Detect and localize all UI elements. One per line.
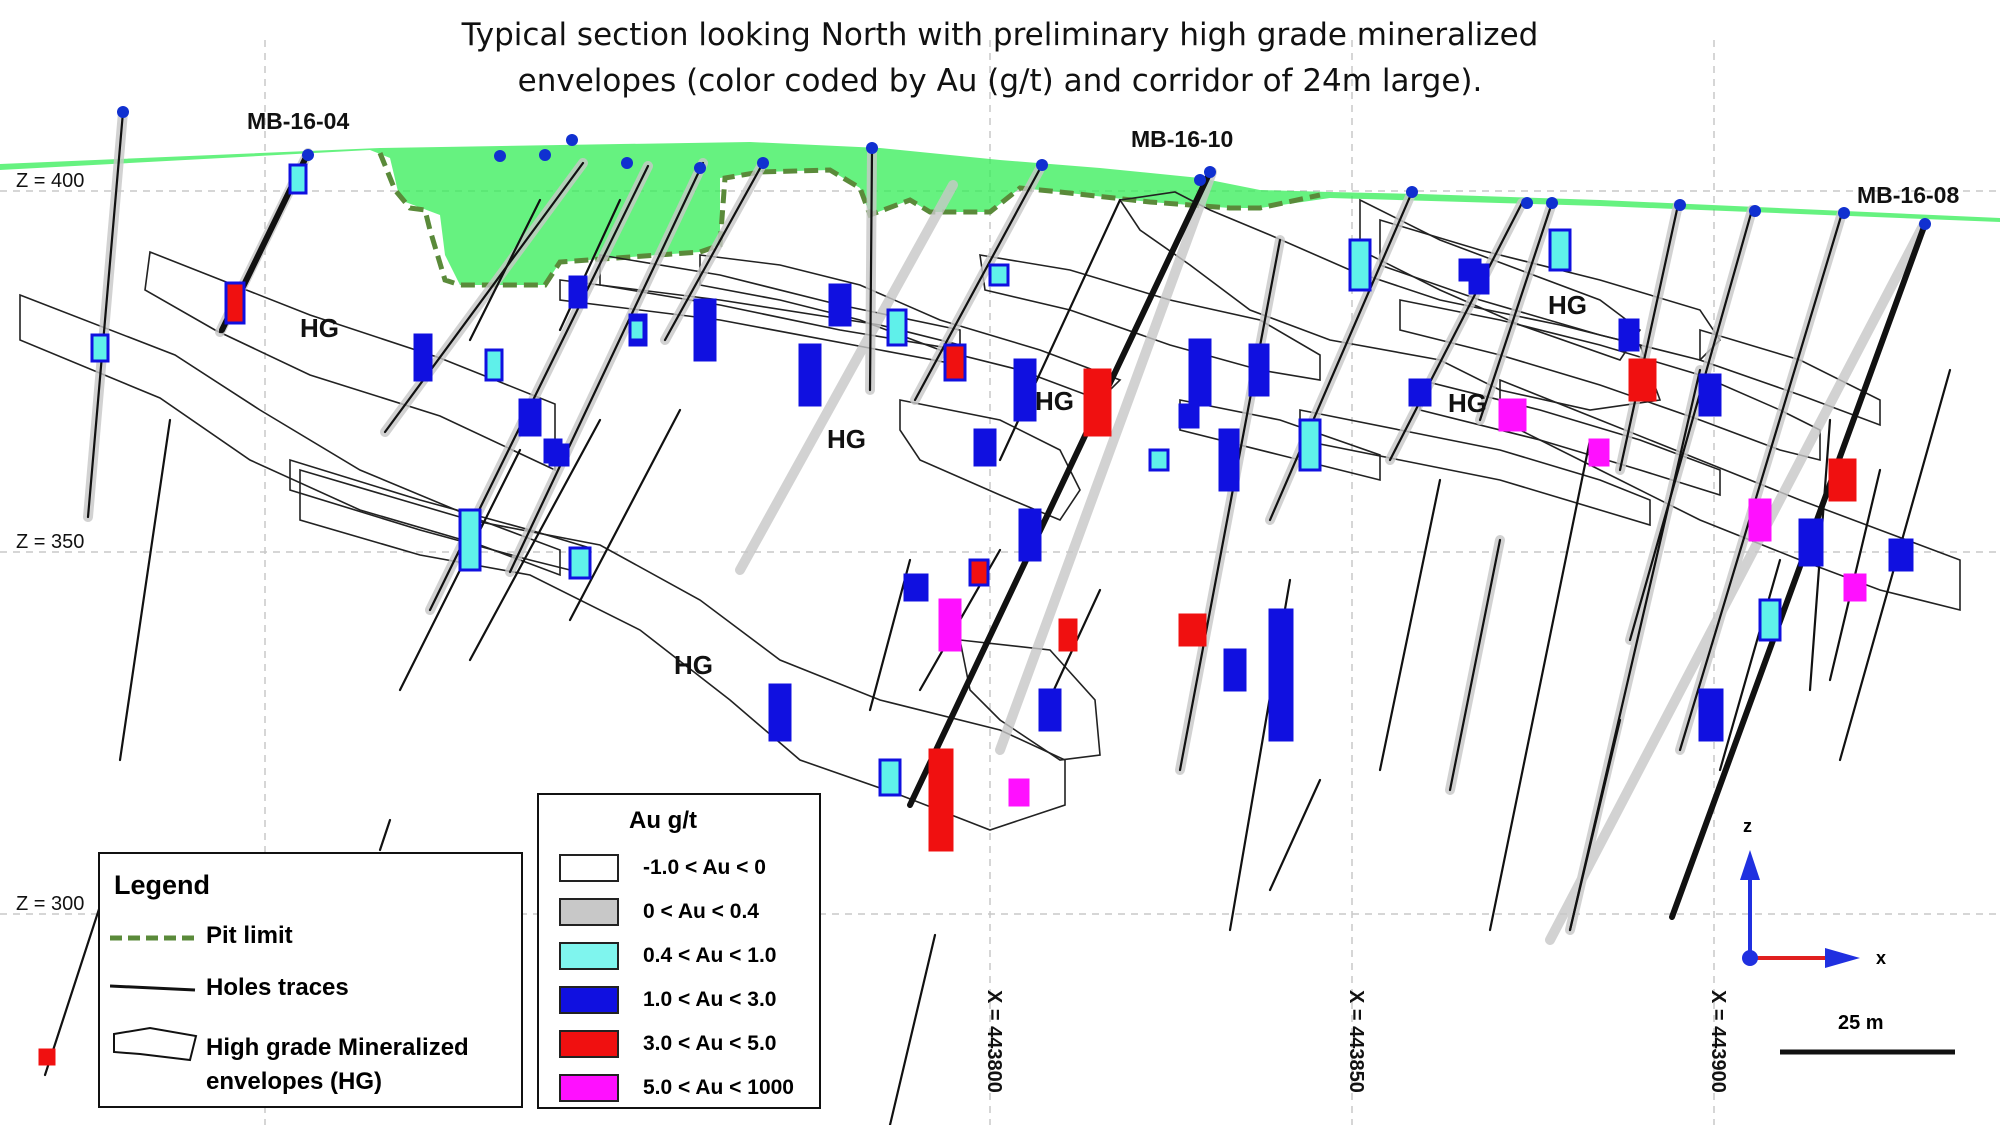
- au-class-label: 3.0 < Au < 5.0: [643, 1032, 777, 1055]
- au-legend-title: Au g/t: [629, 807, 697, 834]
- au-swatch: [559, 1074, 619, 1102]
- grid-lines: [0, 40, 2000, 1125]
- scale-bar-label: 25 m: [1838, 1012, 1884, 1034]
- au-swatch: [559, 942, 619, 970]
- pit-limit-swatch: [110, 935, 195, 941]
- au-swatch: [559, 986, 619, 1014]
- au-swatch: [559, 1030, 619, 1058]
- collars: [117, 106, 1931, 230]
- legend-envelopes-line-1: High grade Mineralized: [206, 1034, 469, 1061]
- legend-title: Legend: [114, 870, 211, 900]
- axis-x-label: x: [1876, 948, 1887, 968]
- au-class-label: 1.0 < Au < 3.0: [643, 988, 777, 1011]
- legend-holes-traces: Holes traces: [206, 974, 349, 1001]
- z-label-400: Z = 400: [16, 170, 85, 192]
- pit-limit-line: [377, 152, 1321, 288]
- au-class-label: -1.0 < Au < 0: [643, 856, 766, 879]
- title-line-2: envelopes (color coded by Au (g/t) and c…: [517, 63, 1483, 99]
- au-class-label: 0.4 < Au < 1.0: [643, 944, 777, 967]
- z-label-350: Z = 350: [16, 531, 85, 553]
- x-label-443850: X = 443850: [1345, 990, 1367, 1093]
- au-swatch: [559, 898, 619, 926]
- envelope-swatch: [113, 1026, 198, 1062]
- x-label-443800: X = 443800: [983, 990, 1005, 1093]
- hg-label: HG: [1448, 388, 1487, 418]
- hg-label: HG: [674, 650, 713, 680]
- hg-label: HG: [300, 313, 339, 343]
- axis-indicator: [1740, 850, 1860, 968]
- au-class-label: 0 < Au < 0.4: [643, 900, 759, 923]
- hole-label-mb-16-04: MB-16-04: [247, 108, 350, 134]
- hole-label-mb-16-10: MB-16-10: [1131, 126, 1234, 152]
- z-label-300: Z = 300: [16, 893, 85, 915]
- au-class-label: 5.0 < Au < 1000: [643, 1076, 794, 1099]
- au-swatch: [559, 854, 619, 882]
- au-legend-box: Au g/t -1.0 < Au < 0 0 < Au < 0.4 0.4 < …: [537, 793, 821, 1109]
- axis-z-label: z: [1743, 816, 1752, 836]
- legend-pit-limit: Pit limit: [206, 922, 293, 949]
- legend-envelopes-line-2: envelopes (HG): [206, 1068, 383, 1095]
- hg-label: HG: [1035, 386, 1074, 416]
- title-line-1: Typical section looking North with preli…: [461, 17, 1539, 53]
- legend-box: Legend Pit limit Holes traces High grade…: [98, 852, 523, 1108]
- holes-trace-swatch: [110, 984, 196, 992]
- assay-intervals: [38, 163, 1914, 1066]
- hg-label: HG: [827, 424, 866, 454]
- hg-label: HG: [1548, 290, 1587, 320]
- pit-shell: [0, 142, 2000, 285]
- hole-label-mb-16-08: MB-16-08: [1857, 182, 1960, 208]
- x-label-443900: X = 443900: [1707, 990, 1729, 1093]
